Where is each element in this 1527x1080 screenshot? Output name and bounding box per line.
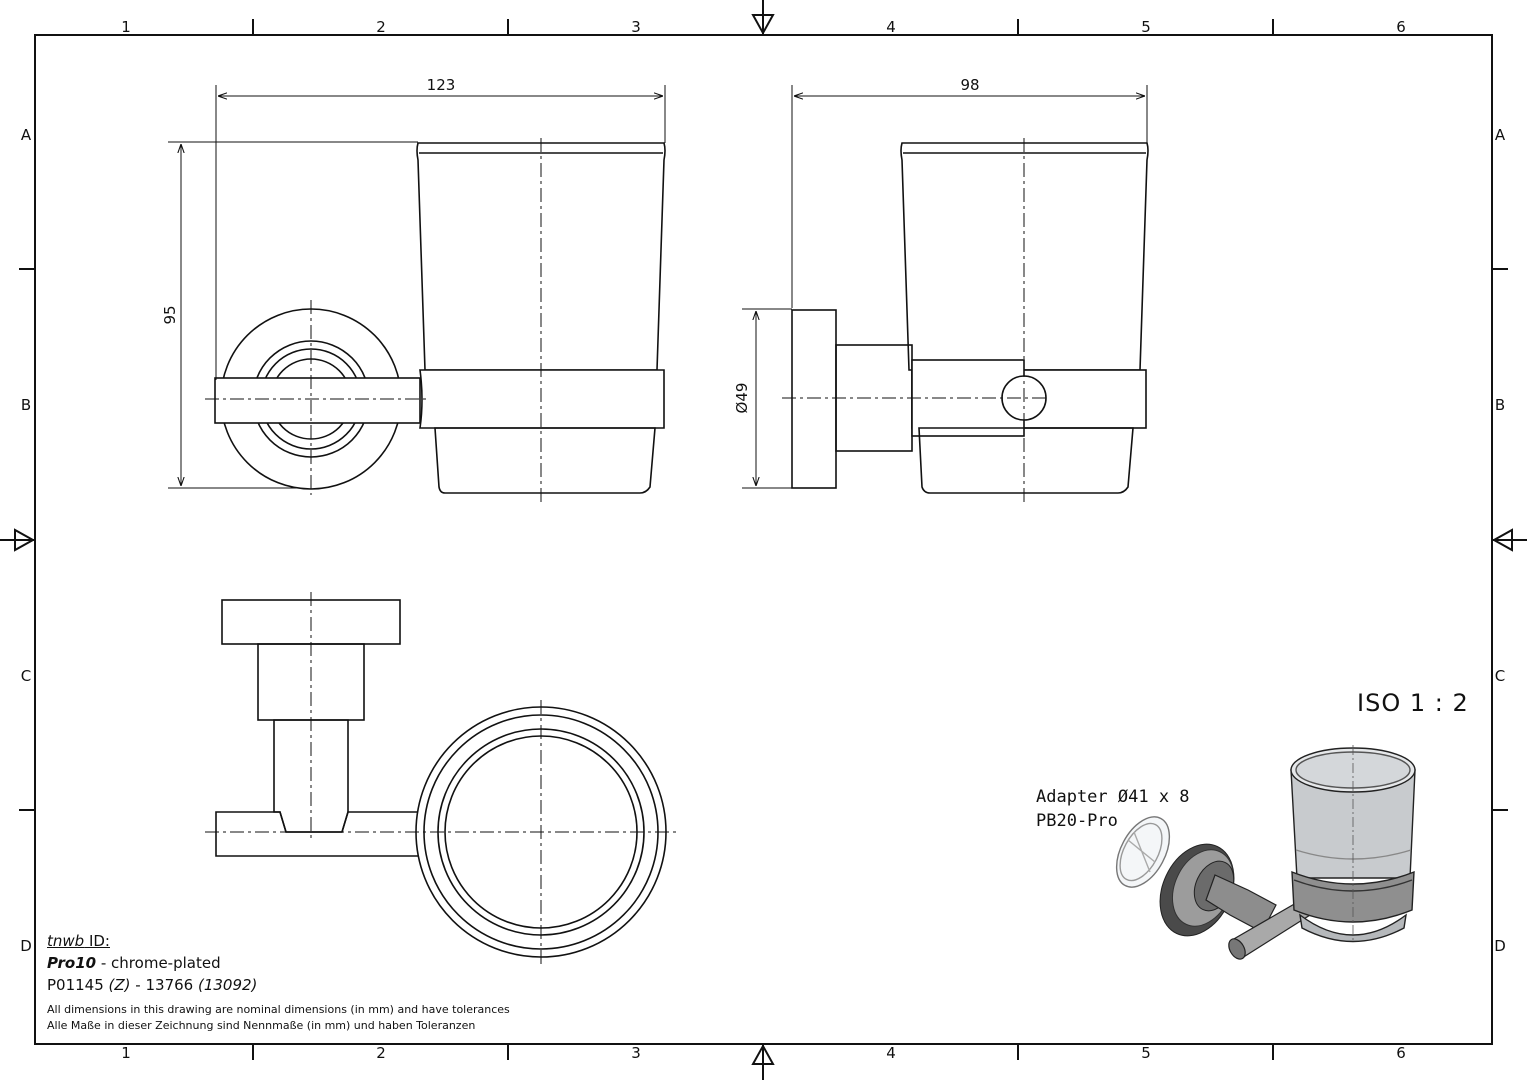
- adapter-callout: Adapter Ø41 x 8 PB20-Pro: [1036, 785, 1190, 833]
- grid-row-left: C: [21, 667, 31, 685]
- adapter-disc-illustration: [1115, 816, 1171, 888]
- code-line: P01145 (Z) - 13766 (13092): [47, 974, 510, 996]
- grid-col-bottom: 4: [886, 1044, 896, 1062]
- dim-side-diameter: Ø49: [733, 383, 751, 414]
- id-label: tnwb: [47, 932, 85, 950]
- scale-label: ISO 1 : 2: [1357, 689, 1469, 717]
- grid-col-top: 1: [121, 18, 131, 36]
- iso-render-illustration: [1115, 745, 1416, 960]
- product-finish: - chrome-plated: [96, 954, 221, 972]
- side-rosette: [791, 309, 837, 489]
- id-line: tnwb ID:: [47, 930, 510, 952]
- grid-row-right: D: [1494, 937, 1506, 955]
- grid-row-left: B: [21, 396, 31, 414]
- grid-col-top: 2: [376, 18, 386, 36]
- grid-col-top: 4: [886, 18, 896, 36]
- grid-col-bottom: 6: [1396, 1044, 1406, 1062]
- front-view: [205, 138, 666, 502]
- front-dimensions: [168, 85, 666, 489]
- front-glass-bottom: [434, 427, 656, 494]
- side-glass-bottom: [918, 427, 1134, 494]
- grid-col-bottom: 5: [1141, 1044, 1151, 1062]
- title-block: tnwb ID: Pro10 - chrome-plated P01145 (Z…: [47, 930, 510, 1034]
- front-holder-ring: [419, 369, 665, 429]
- dim-side-width: 98: [960, 76, 979, 94]
- drawing-frame: [34, 34, 1493, 1045]
- grid-ticks: [19, 19, 1508, 1060]
- top-arm-horizontal: [215, 811, 421, 857]
- adapter-part-number: PB20-Pro: [1036, 811, 1118, 831]
- tolerance-note-en: All dimensions in this drawing are nomin…: [47, 1003, 510, 1016]
- grid-row-left: D: [20, 937, 32, 955]
- product-line: Pro10 - chrome-plated: [47, 952, 510, 974]
- grid-col-top: 6: [1396, 18, 1406, 36]
- code-separator: - 13766: [130, 976, 198, 994]
- grid-row-labels: A B C D A B C D: [20, 126, 1506, 955]
- grid-col-top: 3: [631, 18, 641, 36]
- grid-col-bottom: 3: [631, 1044, 641, 1062]
- grid-row-right: B: [1495, 396, 1505, 414]
- grid-row-right: C: [1495, 667, 1505, 685]
- grid-column-labels: 1 2 3 4 5 6 1 2 3 4 5 6: [121, 18, 1406, 1062]
- side-dimensions: [742, 85, 1148, 489]
- front-arm: [214, 377, 421, 424]
- grid-col-bottom: 2: [376, 1044, 386, 1062]
- code-a: P01145: [47, 976, 104, 994]
- adapter-spec: Adapter Ø41 x 8: [1036, 787, 1190, 807]
- code-b-variant: (13092): [197, 976, 258, 994]
- top-view: [205, 592, 676, 966]
- grid-row-right: A: [1495, 126, 1506, 144]
- dim-front-width: 123: [427, 76, 456, 94]
- id-suffix: ID:: [84, 932, 110, 950]
- code-a-variant: (Z): [108, 976, 131, 994]
- grid-col-top: 5: [1141, 18, 1151, 36]
- wall-rosette-illustration: [1159, 843, 1235, 937]
- side-view: [782, 138, 1149, 502]
- tolerance-note-de: Alle Maße in dieser Zeichnung sind Nennm…: [47, 1019, 476, 1032]
- dim-front-height: 95: [161, 305, 179, 324]
- product-name: Pro10: [47, 954, 97, 972]
- grid-row-left: A: [21, 126, 32, 144]
- grid-col-bottom: 1: [121, 1044, 131, 1062]
